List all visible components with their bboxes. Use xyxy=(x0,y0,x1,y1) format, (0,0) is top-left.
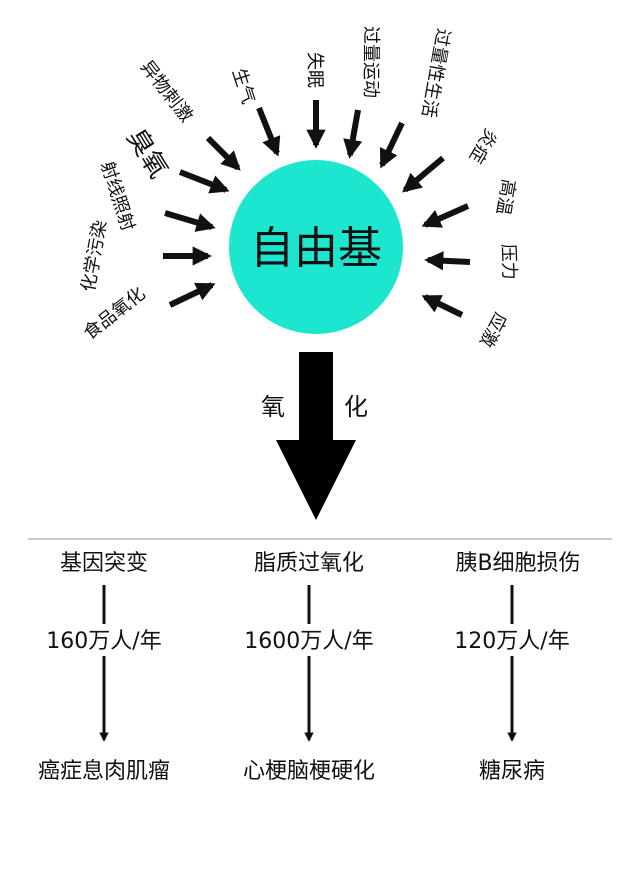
arrow-food-oxidation xyxy=(168,282,216,308)
effect-islet-damage: 胰B细胞损伤 120万人/年 糖尿病 xyxy=(440,551,586,784)
cause-excess-sex: 过量性生活 xyxy=(417,27,453,119)
effect-gene-mutation: 基因突变 160万人/年 癌症息肉肌瘤 xyxy=(32,551,176,784)
rate-bg xyxy=(440,624,586,656)
arrow-excess-exercise xyxy=(343,109,363,159)
cause-ozone: 臭氧 xyxy=(120,124,173,184)
oxidation-label-right: 化 xyxy=(344,393,368,421)
center-label: 自由基 xyxy=(250,223,382,274)
arrow-radiation xyxy=(164,210,216,232)
mechanism-label: 脂质过氧化 xyxy=(254,551,364,576)
disease-label: 糖尿病 xyxy=(479,759,545,784)
cause-foreign-stimulus: 异物刺激 xyxy=(136,57,197,127)
effect-lipid-peroxidation: 脂质过氧化 1600万人/年 心梗脑梗硬化 xyxy=(226,551,392,784)
cause-high-temp: 高温 xyxy=(492,177,519,216)
rate-label: 1600万人/年 xyxy=(244,629,373,654)
oxidation-arrow xyxy=(276,352,356,520)
cause-insomnia: 失眠 xyxy=(304,52,325,88)
mechanism-label: 基因突变 xyxy=(60,551,148,576)
cause-anger: 生气 xyxy=(228,66,259,107)
arrow-ozone xyxy=(178,169,230,194)
rate-label: 160万人/年 xyxy=(46,629,161,654)
arrow-pressure xyxy=(424,251,471,271)
arrow-excess-sex xyxy=(379,121,405,169)
cause-inflammation: 炎症 xyxy=(465,125,501,167)
disease-label: 心梗脑梗硬化 xyxy=(243,759,375,784)
cause-chemical-pollution: 化学污染 xyxy=(78,219,111,294)
cause-pressure: 压力 xyxy=(497,243,519,280)
oxidation-label-left: 氧 xyxy=(261,393,285,421)
cause-excess-exercise: 过量运动 xyxy=(360,26,381,98)
arrow-high-temp xyxy=(421,203,470,228)
arrow-inflammation xyxy=(402,155,445,193)
arrow-stress xyxy=(421,294,464,318)
rate-bg xyxy=(32,624,176,656)
rate-bg xyxy=(226,624,392,656)
disease-label: 癌症息肉肌瘤 xyxy=(38,759,170,784)
mechanism-label: 胰B细胞损伤 xyxy=(455,551,580,576)
arrow-anger xyxy=(256,106,281,157)
arrow-foreign-stimulus xyxy=(205,135,241,171)
center-circle xyxy=(229,160,403,334)
cause-stress: 应激 xyxy=(475,309,510,351)
rate-label: 120万人/年 xyxy=(454,629,569,654)
